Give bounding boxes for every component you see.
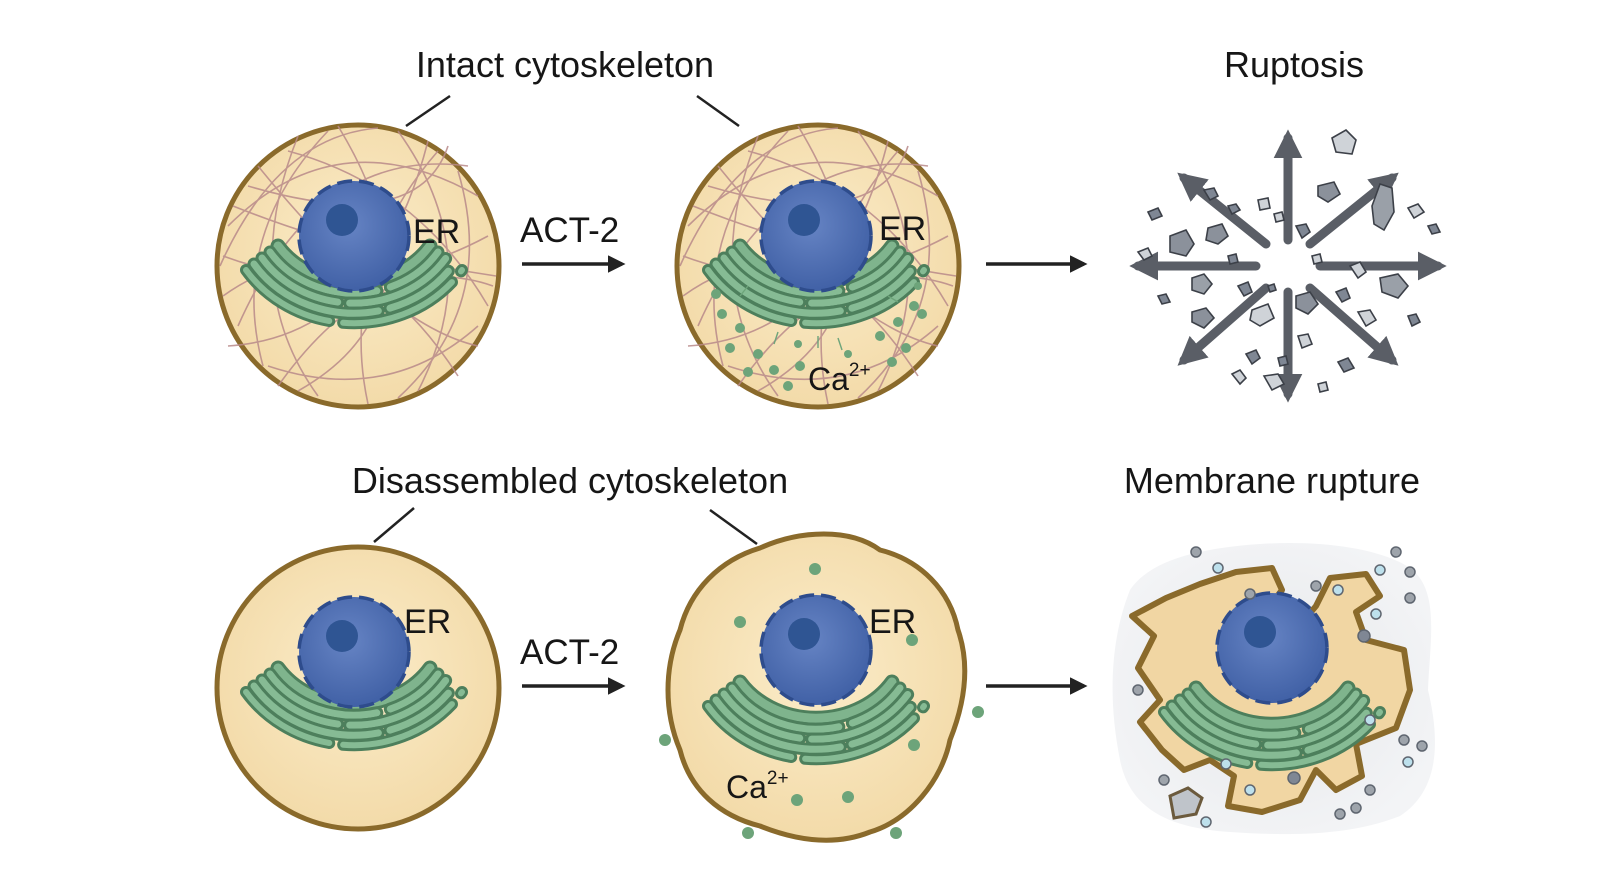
cell-intact-resting <box>214 122 502 410</box>
calcium-ions <box>711 282 927 391</box>
leader-line-left-top <box>405 94 451 128</box>
calcium-charge: 2+ <box>849 360 871 381</box>
calcium-symbol: Ca <box>808 361 849 397</box>
er-label-4: ER <box>869 603 916 641</box>
membrane-debris <box>1136 129 1442 393</box>
cell-intact-calcium-release <box>674 122 962 410</box>
caption-ruptosis: Ruptosis <box>1224 44 1364 85</box>
calcium-symbol: Ca <box>726 769 767 805</box>
er-label-2: ER <box>879 210 926 248</box>
caption-intact-cytoskeleton: Intact cytoskeleton <box>416 44 714 85</box>
calcium-ions-bottom <box>659 563 984 839</box>
calcium-charge: 2+ <box>767 768 789 789</box>
membrane-fragment <box>1168 786 1204 820</box>
act2-label-bottom: ACT-2 <box>520 633 619 672</box>
cell-disassembled-resting <box>214 544 502 832</box>
caption-disassembled-cytoskeleton: Disassembled cytoskeleton <box>352 460 788 501</box>
leader-line-left-bottom <box>373 507 415 543</box>
leader-line-right-top <box>696 94 740 128</box>
cell-deformed-calcium-release <box>659 531 984 843</box>
calcium-label-bottom: Ca2+ <box>726 768 789 805</box>
er-label-3: ER <box>404 603 451 641</box>
er-label-1: ER <box>413 213 460 251</box>
leaked-particles <box>1132 546 1428 828</box>
act2-label-top: ACT-2 <box>520 211 619 250</box>
calcium-label-top: Ca2+ <box>808 360 871 397</box>
membrane-rupture-cell <box>1112 543 1435 835</box>
caption-membrane-rupture: Membrane rupture <box>1124 460 1420 501</box>
leader-line-right-bottom <box>709 508 758 546</box>
ruptosis-burst <box>1129 129 1447 403</box>
